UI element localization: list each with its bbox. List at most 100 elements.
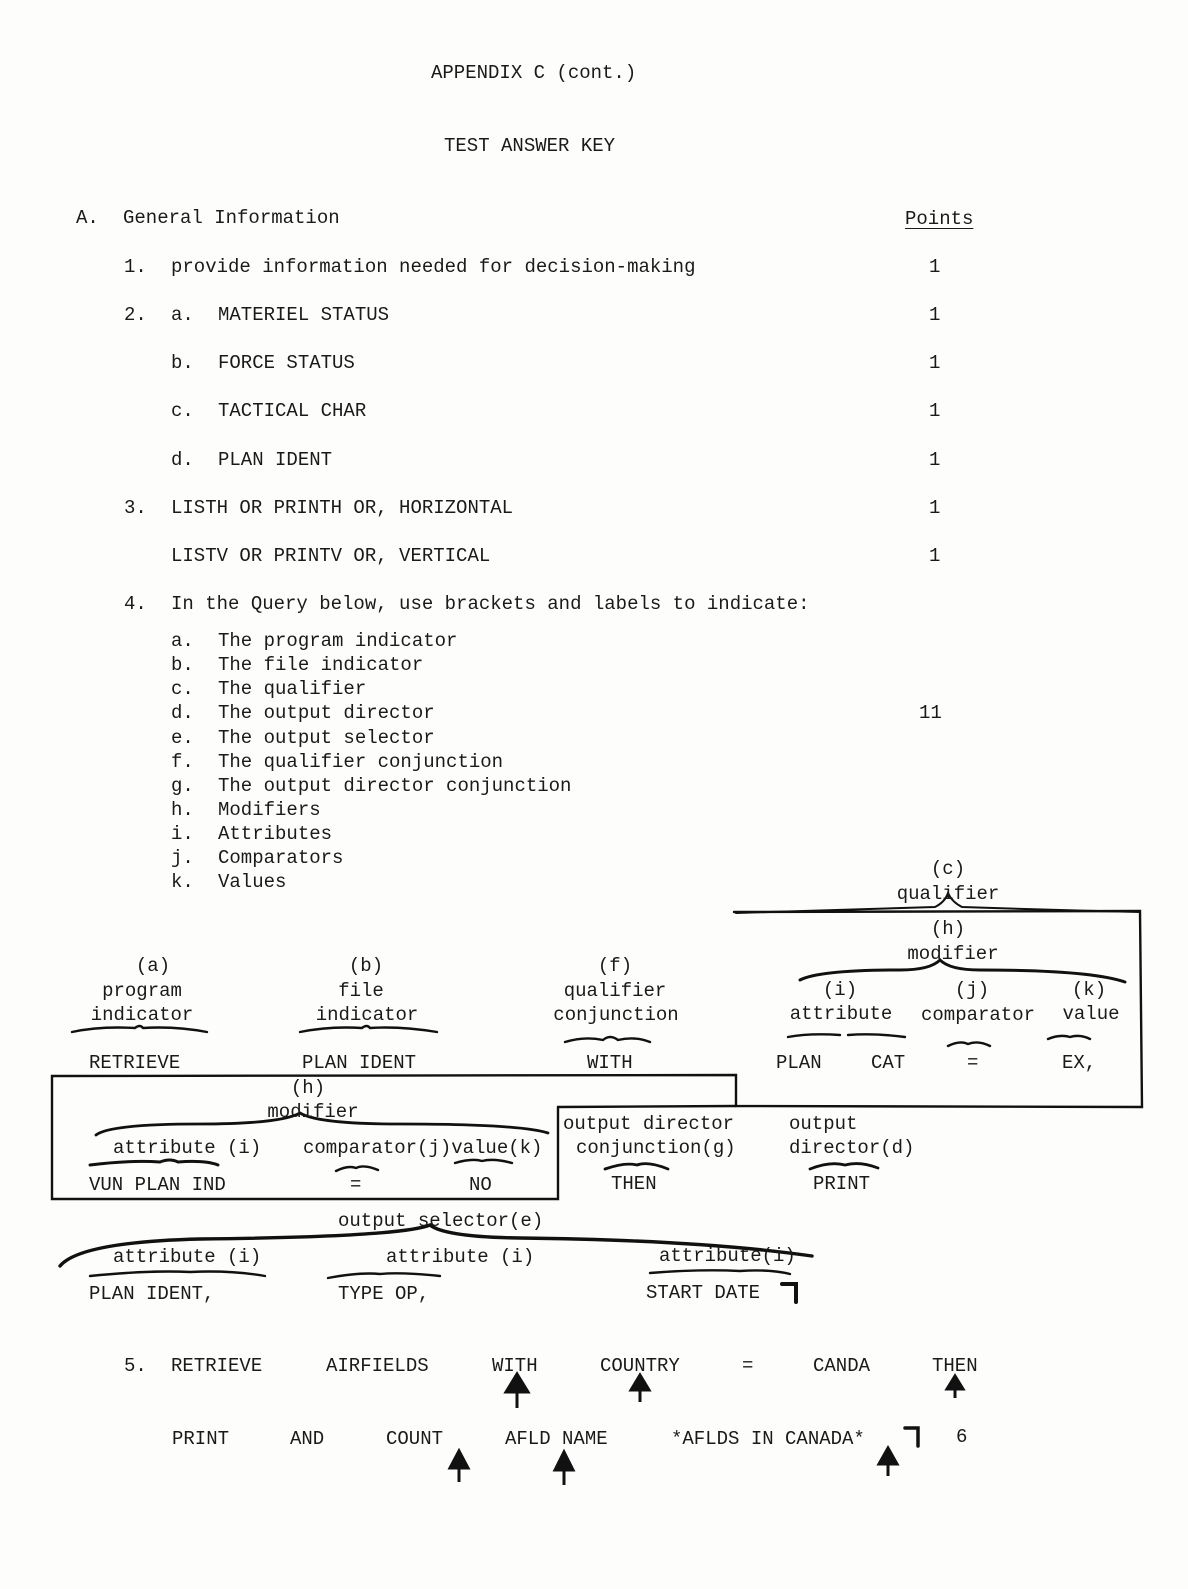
token-equals: =	[967, 1052, 979, 1074]
q2c-points: 1	[929, 400, 941, 422]
label-f: (f)	[597, 955, 633, 977]
label-j: (j)	[954, 979, 990, 1001]
label-program: program	[102, 980, 182, 1002]
q5-token: AIRFIELDS	[326, 1355, 429, 1377]
q5-token: COUNT	[386, 1428, 444, 1450]
q4-item-text: The output director conjunction	[218, 775, 572, 797]
section-letter: A.	[76, 207, 99, 229]
token-with: WITH	[587, 1052, 633, 1074]
q4-number: 4.	[124, 593, 147, 615]
label-output-director-conj: output director	[563, 1113, 735, 1135]
q5-token: *AFLDS IN CANADA*	[671, 1428, 865, 1450]
token-retrieve: RETRIEVE	[89, 1052, 181, 1074]
q2d-answer: PLAN IDENT	[218, 449, 333, 471]
label-modifier-row2: modifier	[267, 1101, 359, 1123]
token-plan: PLAN	[776, 1052, 822, 1074]
q2a-answer: MATERIEL STATUS	[218, 304, 390, 326]
token-ex: EX,	[1062, 1052, 1097, 1074]
q5-token: CANDA	[813, 1355, 871, 1377]
q5-token: AFLD NAME	[505, 1428, 608, 1450]
q1-points: 1	[929, 256, 941, 278]
q2a-points: 1	[929, 304, 941, 326]
token-vun-plan-ind: VUN PLAN IND	[89, 1174, 226, 1196]
q5-token: COUNTRY	[600, 1355, 680, 1377]
q5-token: AND	[290, 1428, 325, 1450]
qualifier-box	[50, 909, 1144, 1201]
label-director-d: director(d)	[789, 1137, 915, 1159]
q4-item-letter: g.	[171, 775, 194, 797]
label-h-row2: (h)	[290, 1077, 326, 1099]
page-title: TEST ANSWER KEY	[444, 135, 616, 157]
q2-number: 2.	[124, 304, 147, 326]
q5-token: WITH	[492, 1355, 538, 1377]
label-indicator-a: indicator	[90, 1004, 194, 1026]
q2c-letter: c.	[171, 400, 194, 422]
q4-item-text: The qualifier conjunction	[218, 751, 504, 773]
q4-item-letter: e.	[171, 727, 194, 749]
q4-item-text: Values	[218, 871, 287, 893]
q3-points-2: 1	[929, 545, 941, 567]
label-attribute-i: attribute (i)	[113, 1137, 262, 1159]
label-attribute-2: attribute (i)	[386, 1246, 535, 1268]
q2b-answer: FORCE STATUS	[218, 352, 355, 374]
token-equals-row2: =	[350, 1174, 362, 1196]
q4-item-text: The qualifier	[218, 678, 367, 700]
section-title: General Information	[123, 207, 340, 229]
q4-item-text: Comparators	[218, 847, 344, 869]
label-comparator-value: comparator(j)value(k)	[303, 1137, 543, 1159]
q5-token: THEN	[932, 1355, 978, 1377]
q4-item-text: Modifiers	[218, 799, 321, 821]
q1-number: 1.	[124, 256, 147, 278]
q4-item-letter: b.	[171, 654, 194, 676]
token-no: NO	[469, 1174, 492, 1196]
q5-token: =	[742, 1355, 754, 1377]
label-qualifier: qualifier	[896, 883, 1000, 905]
q4-item-letter: j.	[171, 847, 194, 869]
label-attribute-1: attribute (i)	[113, 1246, 262, 1268]
q4-item-letter: h.	[171, 799, 194, 821]
appendix-heading: APPENDIX C (cont.)	[431, 62, 637, 84]
label-attribute-3: attribute(i)	[659, 1245, 796, 1267]
q4-item-letter: k.	[171, 871, 194, 893]
label-modifier: modifier	[907, 943, 999, 965]
label-b: (b)	[348, 955, 384, 977]
label-attribute: attribute	[789, 1003, 893, 1025]
q5-number: 5.	[124, 1355, 147, 1377]
token-plan-ident: PLAN IDENT	[302, 1052, 417, 1074]
q4-item-letter: c.	[171, 678, 194, 700]
q5-token: PRINT	[172, 1428, 230, 1450]
q2b-points: 1	[929, 352, 941, 374]
token-type-op: TYPE OP,	[338, 1283, 430, 1305]
q5-token: RETRIEVE	[171, 1355, 263, 1377]
points-header: Points	[905, 208, 974, 230]
label-i: (i)	[822, 979, 858, 1001]
label-value: value	[1062, 1003, 1120, 1025]
q4-item-text: The file indicator	[218, 654, 424, 676]
q5-points: 6	[956, 1426, 968, 1448]
q4-item-letter: i.	[171, 823, 194, 845]
label-a: (a)	[135, 955, 171, 977]
label-h: (h)	[930, 918, 966, 940]
q4-points: 11	[919, 702, 942, 724]
label-k: (k)	[1071, 979, 1107, 1001]
q4-question: In the Query below, use brackets and lab…	[171, 593, 810, 615]
label-conjunction-f: conjunction	[553, 1004, 679, 1026]
q4-item-letter: d.	[171, 702, 194, 724]
label-file: file	[338, 980, 384, 1002]
token-cat: CAT	[871, 1052, 906, 1074]
q4-item-letter: f.	[171, 751, 194, 773]
label-c: (c)	[930, 858, 966, 880]
q4-item-text: The output selector	[218, 727, 435, 749]
q2a-letter: a.	[171, 304, 194, 326]
token-start-date: START DATE	[646, 1282, 761, 1304]
label-output: output	[789, 1113, 858, 1135]
label-qualifier-f: qualifier	[563, 980, 667, 1002]
q3-answer-horizontal: LISTH OR PRINTH OR, HORIZONTAL	[171, 497, 514, 519]
token-plan-ident-row3: PLAN IDENT,	[89, 1283, 215, 1305]
q4-item-letter: a.	[171, 630, 194, 652]
q2d-points: 1	[929, 449, 941, 471]
conjunction-box-top	[556, 1104, 738, 1109]
label-conjunction-g: conjunction(g)	[576, 1137, 736, 1159]
q2d-letter: d.	[171, 449, 194, 471]
label-output-selector: output selector(e)	[338, 1210, 544, 1232]
